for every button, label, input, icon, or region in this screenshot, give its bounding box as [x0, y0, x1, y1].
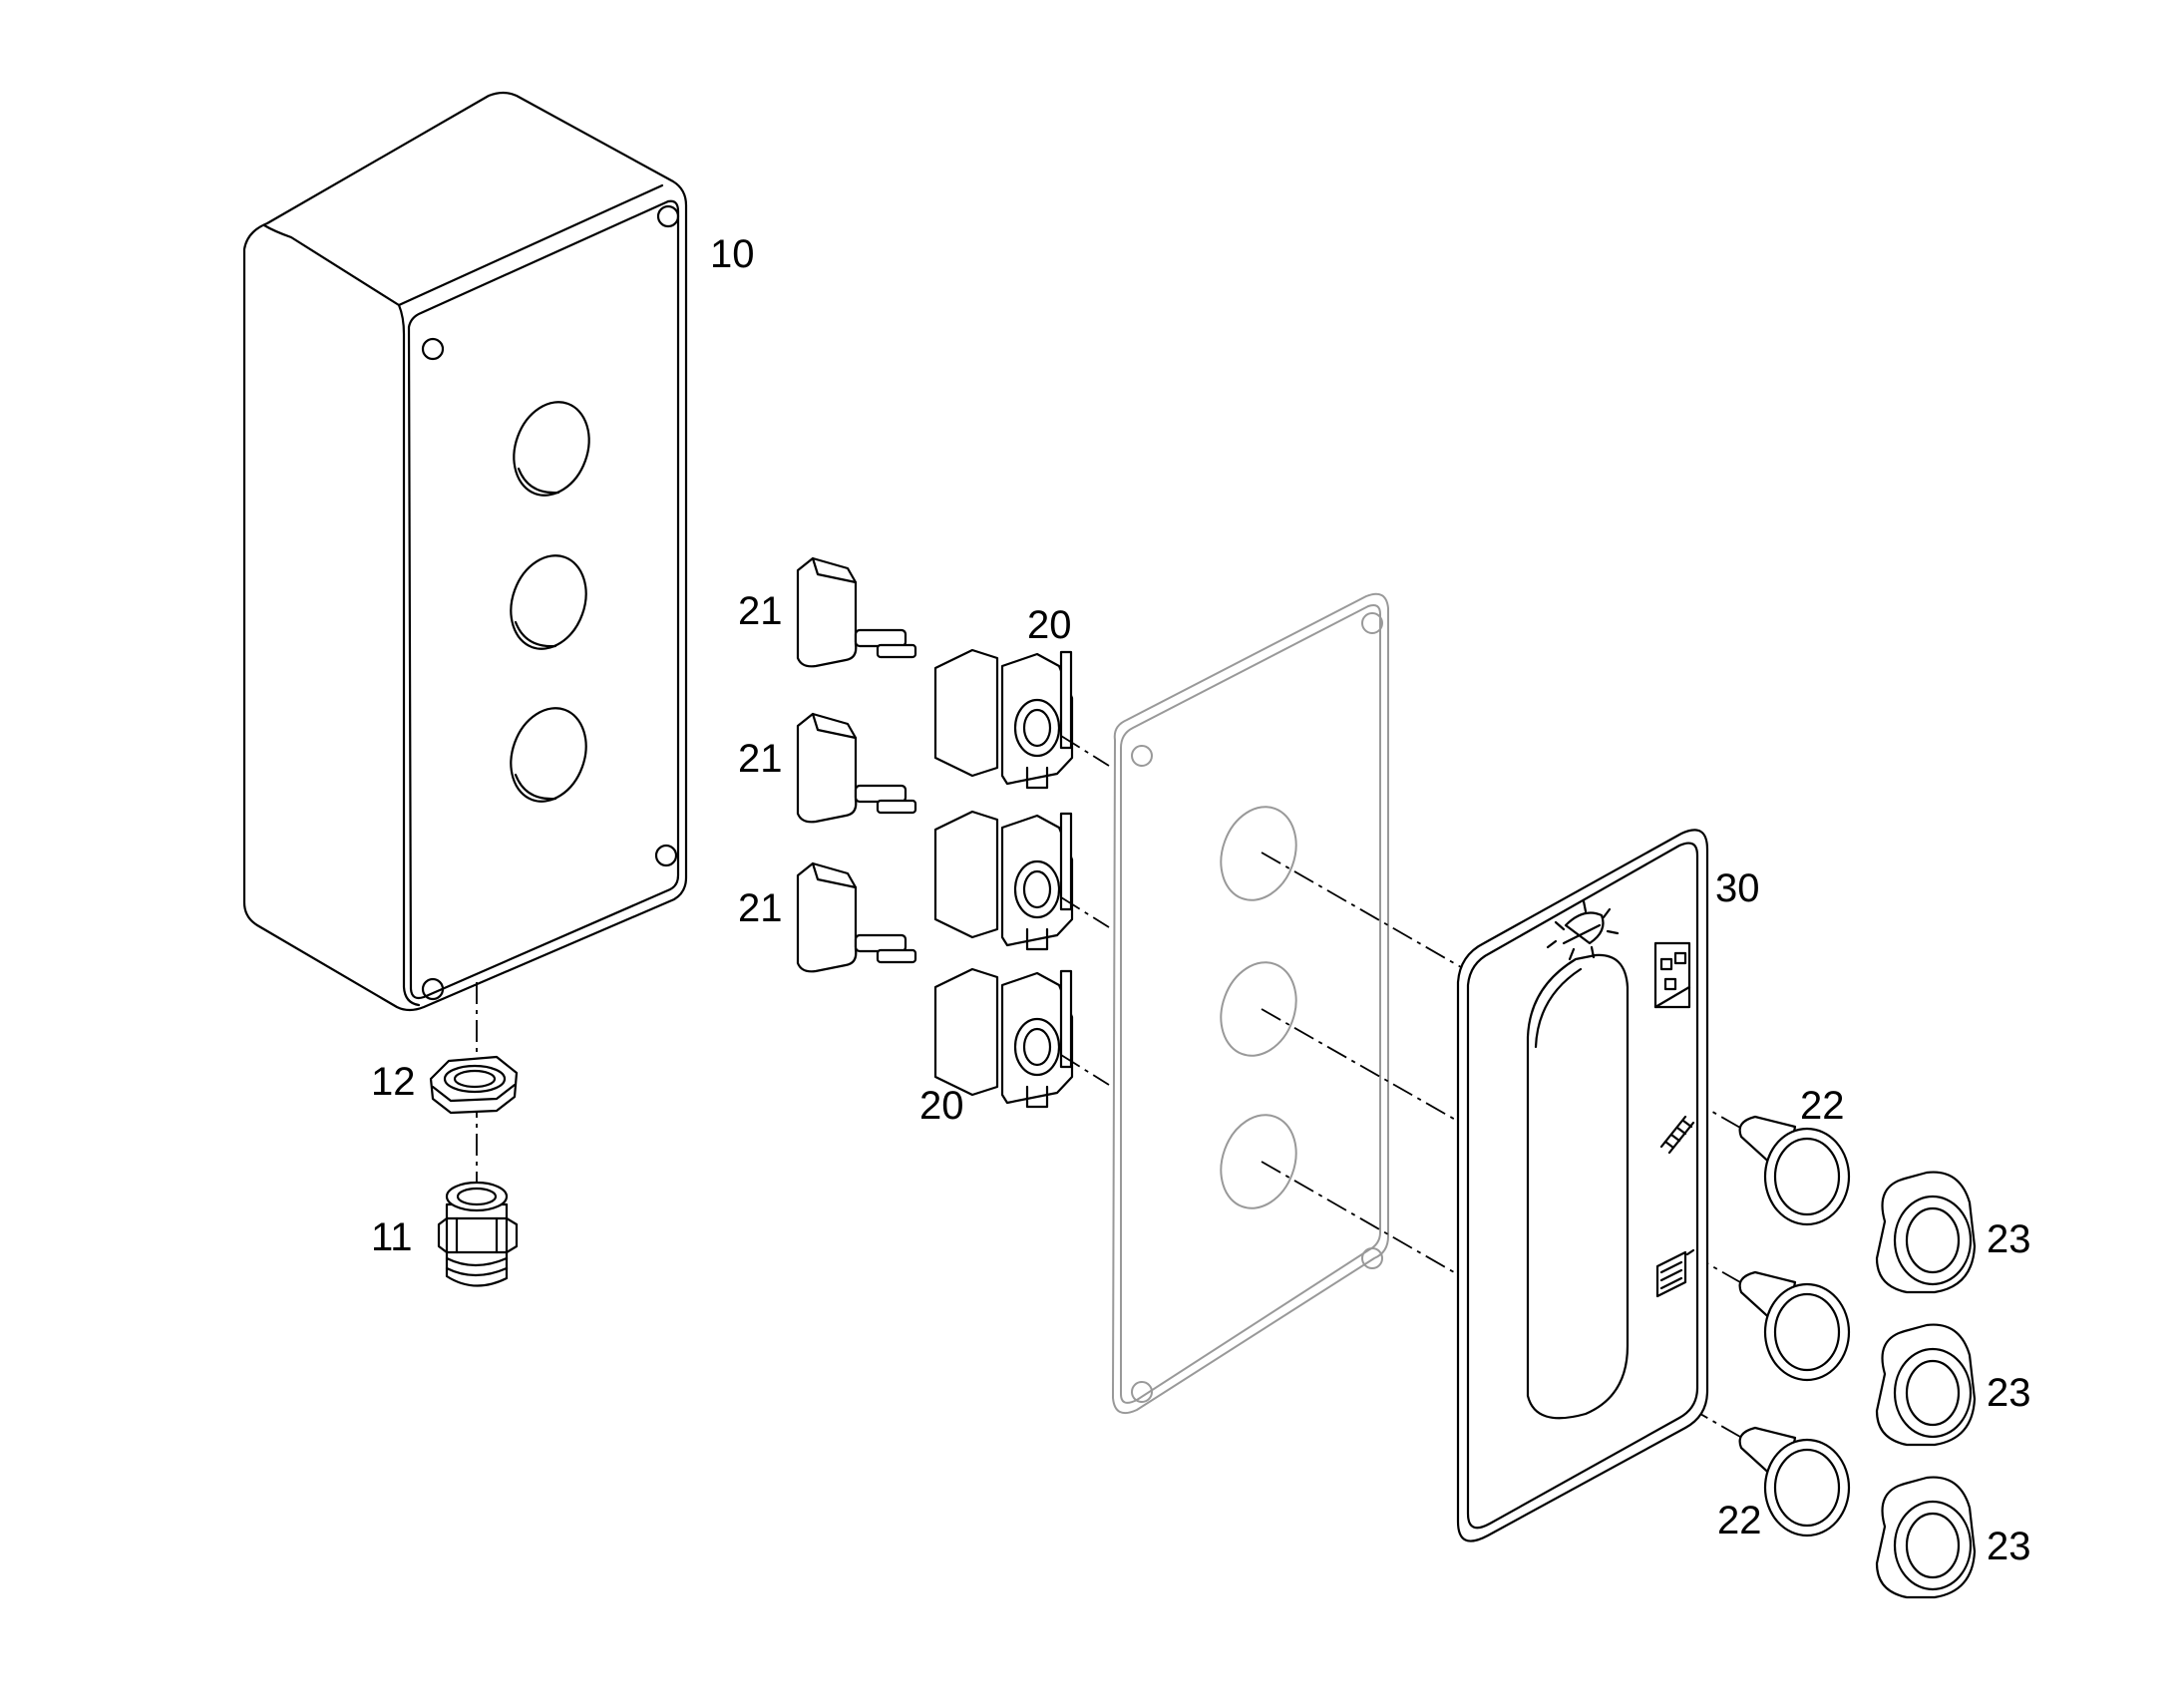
bezel-2: [1875, 1323, 1977, 1447]
callout-22-top: 22: [1800, 1084, 1845, 1128]
contact-block-3: [933, 967, 1074, 1109]
contact-axis-1: [1060, 735, 1110, 767]
callout-11: 11: [371, 1215, 413, 1259]
lamp-symbol-icon: [1546, 899, 1620, 961]
contact-block-1: [933, 648, 1074, 790]
led-module-2: [796, 712, 917, 824]
label-plate: [1456, 829, 1709, 1542]
enclosure: [242, 91, 688, 1012]
push-button-2: [1738, 1270, 1851, 1382]
callout-22-bottom: 22: [1717, 1499, 1762, 1542]
gasket: [1112, 592, 1389, 1414]
plug-symbol-icon: [1655, 1248, 1695, 1298]
enclosure-hole-3: [510, 707, 587, 803]
ladder-symbol-icon: [1659, 1115, 1695, 1155]
bezel-1: [1875, 1171, 1977, 1294]
contact-block-2: [933, 810, 1074, 951]
callout-23-c: 23: [1987, 1525, 2031, 1568]
contact-axis-3: [1060, 1054, 1110, 1086]
callout-20-top: 20: [1027, 603, 1072, 647]
lock-nut: [429, 1055, 519, 1115]
callout-21-a: 21: [738, 589, 783, 633]
push-button-3: [1738, 1426, 1851, 1537]
led-module-3: [796, 861, 917, 973]
enclosure-hole-1: [513, 401, 590, 497]
cable-gland: [437, 1181, 519, 1287]
callout-21-c: 21: [738, 886, 783, 930]
bezel-3: [1875, 1476, 1977, 1599]
callout-20-bottom: 20: [919, 1084, 964, 1128]
callout-23-b: 23: [1987, 1371, 2031, 1415]
callout-21-b: 21: [738, 737, 783, 781]
callout-30: 30: [1715, 866, 1760, 910]
switch-symbol-icon: [1653, 941, 1691, 1009]
push-button-1: [1738, 1115, 1851, 1226]
callout-23-a: 23: [1987, 1217, 2031, 1261]
enclosure-hole-2: [510, 554, 587, 650]
callout-10: 10: [710, 232, 755, 276]
contact-axis-2: [1060, 896, 1110, 928]
callout-12: 12: [371, 1060, 416, 1104]
led-module-1: [796, 556, 917, 668]
